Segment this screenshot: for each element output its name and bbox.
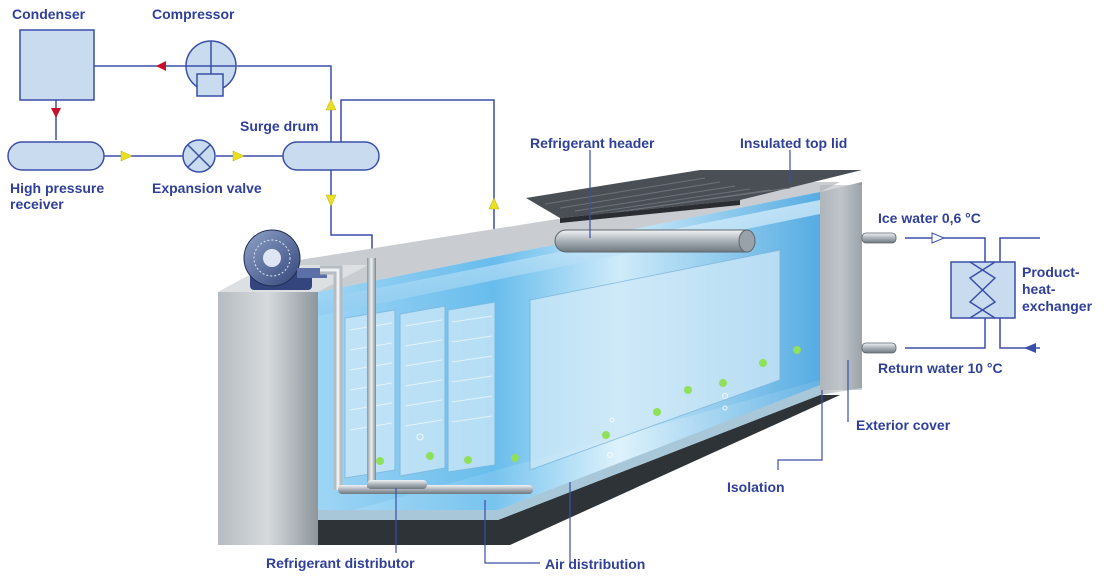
air-blower [243, 229, 327, 290]
pipe-drum-to-distributor [330, 170, 373, 262]
ice-water-tank [218, 170, 897, 545]
ice-water-outlet-nozzle [861, 232, 897, 244]
pipe-drum-to-compressor [237, 65, 332, 142]
pipe-return-in [999, 318, 1040, 349]
tank-water-surface [318, 200, 820, 316]
label-condenser: Condenser [12, 6, 86, 22]
yellow-flow-arrow-right-1 [120, 150, 133, 162]
label-high-pressure-receiver-line2: receiver [10, 196, 64, 212]
yellow-flow-arrow-down [325, 194, 337, 207]
tank-floor-base [318, 395, 840, 545]
leader-isolation [777, 390, 823, 470]
red-flow-arrow-down [51, 108, 61, 118]
label-product-heat-exchanger-line3: exchanger [1022, 298, 1093, 314]
compressor-symbol [185, 40, 237, 97]
pipe-ice-water-out [905, 237, 986, 262]
product-heat-exchanger-symbol [950, 261, 1016, 319]
lid-grating [544, 177, 791, 214]
red-flow-arrow-left [156, 61, 166, 71]
pipe-hx-top-right [999, 237, 1040, 262]
blue-flow-arrow-left [1024, 343, 1036, 353]
label-isolation: Isolation [727, 479, 785, 495]
label-surge-drum: Surge drum [240, 118, 319, 134]
label-return-water: Return water 10 °C [878, 360, 1003, 376]
high-pressure-receiver-vessel [7, 141, 105, 171]
tank-right-wall-face [820, 185, 862, 390]
label-high-pressure-receiver-line1: High pressure [10, 180, 105, 196]
label-product-heat-exchanger-line1: Product- [1022, 264, 1080, 280]
leader-lines [395, 150, 849, 564]
leader-air-distribution [484, 500, 540, 564]
yellow-flow-arrow-right-2 [232, 150, 245, 162]
label-ice-water: Ice water 0,6 °C [878, 210, 981, 226]
air-bubbles [376, 346, 801, 465]
yellow-flow-arrow-up-2 [488, 197, 500, 210]
refrigerant-distributor-pipe [367, 258, 427, 489]
label-refrigerant-distributor: Refrigerant distributor [266, 555, 415, 571]
label-compressor: Compressor [152, 6, 235, 22]
condenser-box [19, 29, 95, 101]
label-exterior-cover: Exterior cover [856, 417, 951, 433]
return-water-inlet-nozzle [861, 342, 897, 354]
white-bubbles [416, 393, 728, 458]
expansion-valve-symbol [182, 139, 216, 173]
label-expansion-valve: Expansion valve [152, 180, 262, 196]
pipe-hx-bottom-left [905, 318, 986, 349]
surge-drum-vessel [282, 141, 380, 171]
tank-left-end-wall [218, 292, 318, 545]
refrigeration-circuit [7, 29, 1040, 353]
ice-bank-plates [344, 249, 781, 479]
label-product-heat-exchanger-line2: heat- [1022, 281, 1056, 297]
lid-front-edge [560, 200, 740, 223]
label-refrigerant-header: Refrigerant header [530, 135, 655, 151]
label-air-distribution: Air distribution [545, 556, 646, 572]
white-flow-arrow-right [931, 232, 946, 244]
refrigerant-header-pipe [554, 229, 756, 253]
label-insulated-top-lid: Insulated top lid [740, 135, 848, 151]
yellow-flow-arrow-up-1 [325, 98, 337, 111]
